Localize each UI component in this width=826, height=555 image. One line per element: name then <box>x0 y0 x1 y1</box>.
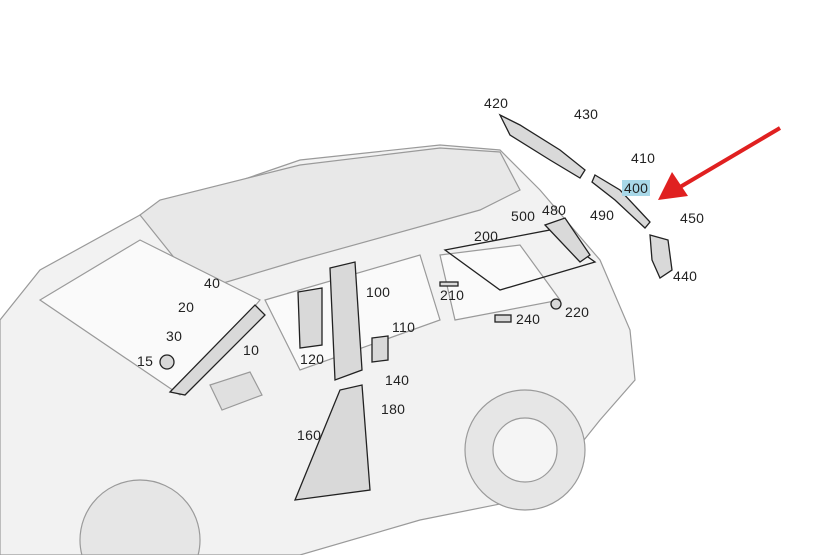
label-200: 200 <box>474 228 499 244</box>
label-420: 420 <box>484 95 509 111</box>
highlight-arrow-line <box>673 126 782 192</box>
part-15-clip <box>159 354 175 370</box>
side-mirror <box>209 371 263 411</box>
part-480-trim <box>543 217 591 263</box>
label-140: 140 <box>385 372 410 388</box>
label-110: 110 <box>392 319 416 335</box>
label-180: 180 <box>381 401 406 417</box>
part-100-pillar <box>329 261 363 381</box>
label-30: 30 <box>166 328 183 344</box>
label-240: 240 <box>516 311 541 327</box>
label-400-highlighted: 400 <box>622 180 651 196</box>
front-wheel <box>79 479 201 555</box>
label-220: 220 <box>565 304 590 320</box>
part-120-pillar <box>297 287 323 349</box>
part-440-trim <box>649 234 673 279</box>
label-490: 490 <box>590 207 615 223</box>
part-200-frame <box>443 229 597 291</box>
label-15: 15 <box>137 353 154 369</box>
label-100: 100 <box>366 284 391 300</box>
label-450: 450 <box>680 210 705 226</box>
rear-side-window <box>439 244 562 321</box>
label-40: 40 <box>204 275 221 291</box>
label-210: 210 <box>440 287 465 303</box>
car-roof <box>139 147 521 291</box>
part-10-pillar <box>168 304 266 396</box>
part-220-clip <box>550 298 562 310</box>
part-400-trim <box>591 174 651 229</box>
rear-rim <box>492 417 558 483</box>
part-420-trim <box>498 113 586 179</box>
label-20: 20 <box>178 299 195 315</box>
part-210 <box>439 281 459 287</box>
label-500: 500 <box>511 208 536 224</box>
label-410: 410 <box>631 150 656 166</box>
label-10: 10 <box>243 342 260 358</box>
highlight-arrow-head <box>658 172 688 200</box>
label-160: 160 <box>297 427 322 443</box>
part-240 <box>494 314 512 323</box>
label-440: 440 <box>673 268 698 284</box>
part-160-pillar <box>293 384 371 501</box>
part-110 <box>371 335 389 363</box>
label-430: 430 <box>574 106 599 122</box>
label-120: 120 <box>300 351 325 367</box>
label-480: 480 <box>542 202 567 218</box>
